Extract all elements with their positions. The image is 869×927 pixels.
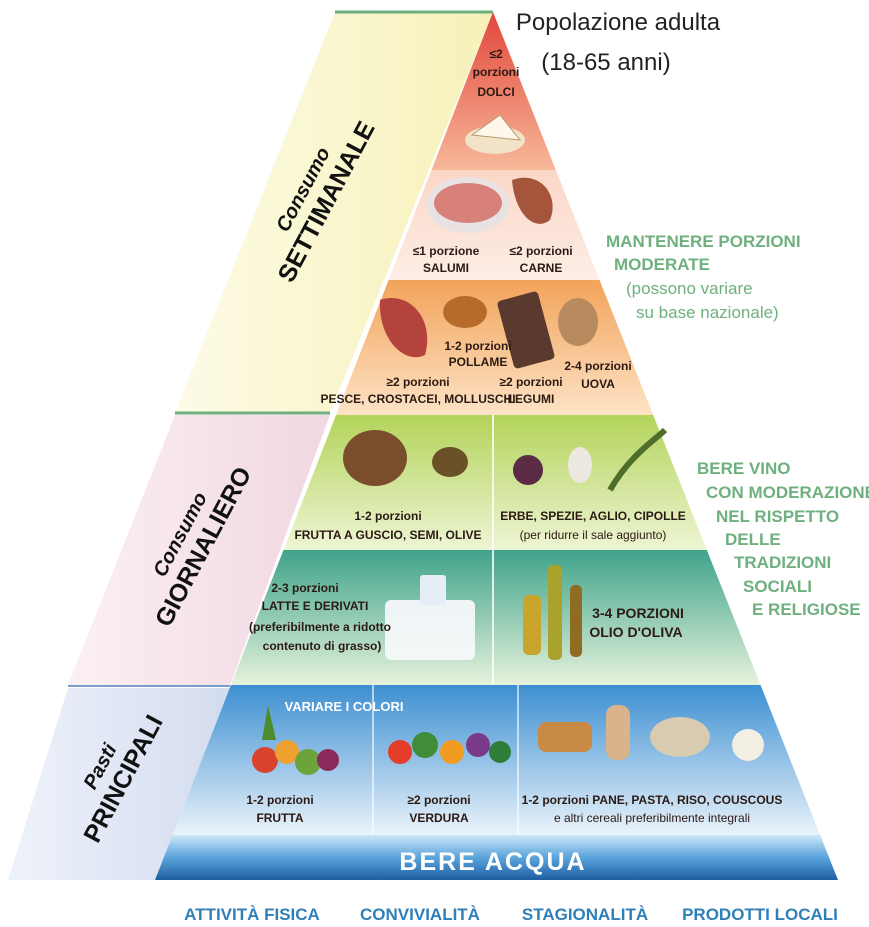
latte-portion: 2-3 porzioni <box>271 581 338 595</box>
salumi-portion: ≤1 porzione <box>413 244 480 258</box>
verdura-food: VERDURA <box>409 811 469 825</box>
salumi-food: SALUMI <box>423 261 469 275</box>
wine-note-line4: DELLE <box>725 530 781 549</box>
legumi-food: LEGUMI <box>508 392 555 406</box>
cereali-line2: e altri cereali preferibilmente integral… <box>554 811 750 825</box>
latte-food: LATTE E DERIVATI <box>262 599 369 613</box>
olio-portion: 3-4 PORZIONI <box>592 605 684 621</box>
erbe-food: ERBE, SPEZIE, AGLIO, CIPOLLE <box>500 509 686 523</box>
verdura-portion: ≥2 porzioni <box>407 793 470 807</box>
sweets-portion-line1: ≤2 <box>489 47 503 61</box>
wine-note-line2: CON MODERAZIONE <box>706 483 869 502</box>
footer-convivialita: CONVIVIALITÀ <box>360 905 480 924</box>
pollame-food: POLLAME <box>449 355 508 369</box>
uova-portion: 2-4 porzioni <box>564 359 631 373</box>
cereali-line1: 1-2 porzioni PANE, PASTA, RISO, COUSCOUS <box>522 793 783 807</box>
footer-prodotti-locali: PRODOTTI LOCALI <box>682 905 838 924</box>
portions-note-line3: (possono variare <box>626 279 753 298</box>
carne-food: CARNE <box>520 261 563 275</box>
eggs-image <box>558 298 598 346</box>
pesce-portion: ≥2 porzioni <box>386 375 449 389</box>
wine-note-line7: E RELIGIOSE <box>752 600 861 619</box>
latte-note2: contenuto di grasso) <box>263 639 382 653</box>
salumi-image <box>426 177 510 233</box>
frutta-guscio-portion: 1-2 porzioni <box>354 509 421 523</box>
legumi-portion: ≥2 porzioni <box>499 375 562 389</box>
sweets-food: DOLCI <box>477 85 514 99</box>
latte-note1: (preferibilmente a ridotto <box>249 620 391 634</box>
frutta-food: FRUTTA <box>256 811 303 825</box>
wine-note-line1: BERE VINO <box>697 459 791 478</box>
portions-note-line1: MANTENERE PORZIONI <box>606 232 801 251</box>
pollame-portion: 1-2 porzioni <box>444 339 511 353</box>
variare-colori: VARIARE I COLORI <box>285 699 404 714</box>
sweets-portion-line2: porzioni <box>473 65 520 79</box>
population-title-line2: (18-65 anni) <box>541 49 670 76</box>
frutta-portion: 1-2 porzioni <box>246 793 313 807</box>
uova-food: UOVA <box>581 377 615 391</box>
wine-note-line6: SOCIALI <box>743 577 812 596</box>
population-title-line1: Popolazione adulta <box>516 9 721 36</box>
footer-stagionalita: STAGIONALITÀ <box>522 905 648 924</box>
wine-note-line3: NEL RISPETTO <box>716 507 839 526</box>
bere-acqua: BERE ACQUA <box>399 848 586 876</box>
pesce-food: PESCE, CROSTACEI, MOLLUSCHI <box>320 392 515 406</box>
portions-note-line4: su base nazionale) <box>636 303 779 322</box>
olio-food: OLIO D'OLIVA <box>589 624 682 640</box>
footer-attivita-fisica: ATTIVITÀ FISICA <box>184 905 320 924</box>
frutta-guscio-food: FRUTTA A GUSCIO, SEMI, OLIVE <box>294 528 481 542</box>
erbe-note: (per ridurre il sale aggiunto) <box>520 528 667 542</box>
poultry-image <box>443 296 487 328</box>
wine-note-line5: TRADIZIONI <box>734 553 831 572</box>
carne-portion: ≤2 porzioni <box>509 244 572 258</box>
portions-note-line2: MODERATE <box>614 255 710 274</box>
